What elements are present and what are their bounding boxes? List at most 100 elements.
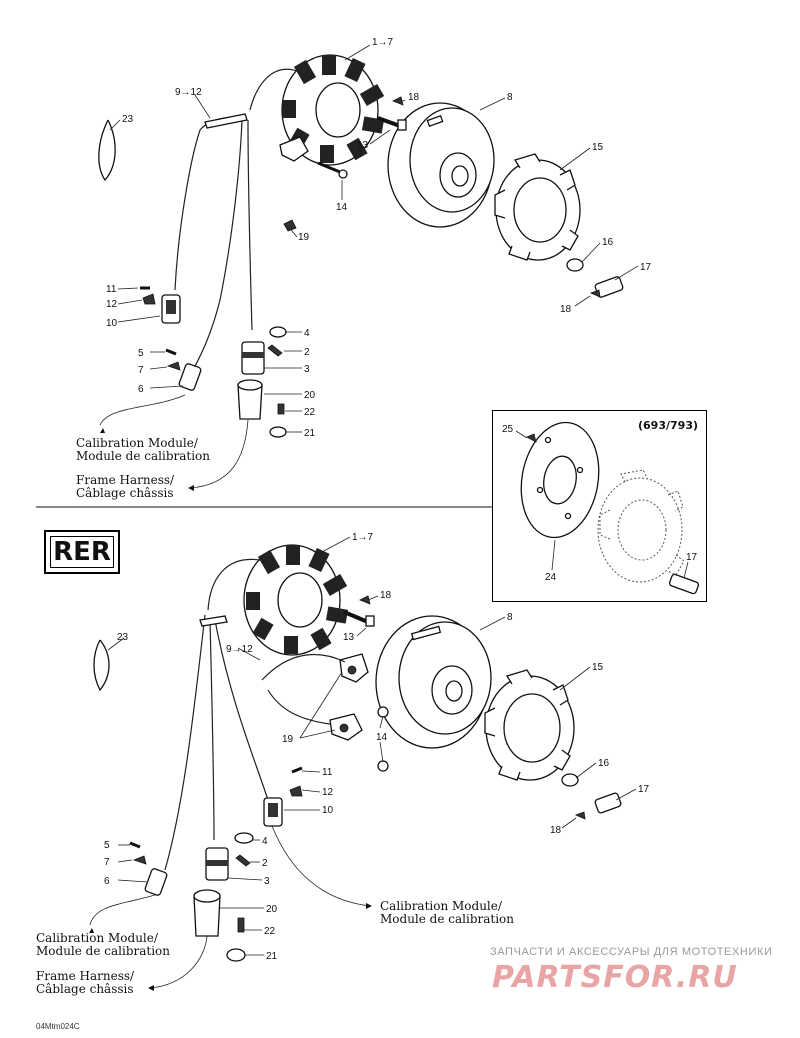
inset-title: (693/793) [638,419,698,432]
label-2-top: 2 [304,347,310,358]
label-8-bottom: 8 [507,612,513,623]
sensor-bracket-top [279,136,309,162]
caption-frame-top: Frame Harness/ [76,473,175,487]
ring-gear-top [494,153,581,261]
label-5-top: 5 [138,348,144,359]
label-22-bottom: 22 [264,926,276,937]
caption-calibration-mid: Calibration Module/ [380,899,503,913]
plug-20-top [237,379,263,420]
label-11-bottom: 11 [322,767,333,778]
sensor-upper-bottom [339,653,369,683]
pin-5-bottom [129,841,141,849]
label-3-bottom: 3 [264,876,270,887]
label-12-top: 12 [106,299,118,310]
label-19-top: 19 [298,232,310,243]
plug-3-bottom [205,847,229,881]
lock-12-top [142,293,156,305]
caption-calibration-bottom: Calibration Module/ [36,931,159,945]
lock-7-top [166,361,181,371]
seal-4-bottom [234,832,254,844]
bottom-assembly: 1→7 9→12 23 18 8 13 15 14 19 16 17 18 11… [36,532,650,996]
caption-frame-bottom-fr: Câblage châssis [36,982,134,996]
label-19-bottom: 19 [282,734,294,745]
label-2-bottom: 2 [262,858,268,869]
washer-16-bottom [561,773,579,787]
label-stator-top: 1→7 [372,37,394,48]
watermark-logo: PARTSFOR.RU [492,960,738,995]
bolt-13-bottom [343,610,375,627]
label-harness-bottom: 9→12 [226,644,253,655]
label-23-top: 23 [122,114,134,125]
label-13-bottom: 13 [343,632,355,643]
pin-22-top [277,403,285,415]
label-22-top: 22 [304,407,316,418]
label-11-top: 11 [106,284,117,295]
label-10-bottom: 10 [322,805,334,816]
label-7-bottom: 7 [104,857,110,868]
watermark-tagline: ЗАПЧАСТИ И АКСЕССУАРЫ ДЛЯ МОТОТЕХНИКИ [490,946,773,958]
label-15-bottom: 15 [592,662,604,673]
harness-bottom [164,558,346,871]
label-21-top: 21 [304,428,316,439]
pin-5-top [165,348,177,356]
label-18b-bottom: 18 [550,825,562,836]
label-14-top: 14 [336,202,348,213]
label-23-bottom: 23 [117,632,129,643]
flywheel-bottom [375,615,492,749]
label-4-bottom: 4 [262,836,268,847]
seal-21-top [269,426,287,438]
inset-box: (693/793) [492,410,707,602]
label-12-bottom: 12 [322,787,334,798]
screw-14b-bottom [377,760,389,772]
label-6-top: 6 [138,384,144,395]
caption-calibration-bottom-fr: Module de calibration [36,944,170,958]
connector-6-bottom [144,868,168,896]
washer-16-top [566,258,584,272]
pin-22-bottom [237,917,245,933]
label-18-top: 18 [408,92,420,103]
connector-10-top [161,294,181,324]
caption-calibration-top-fr: Module de calibration [76,449,210,463]
label-20-top: 20 [304,390,316,401]
nut-18b-bottom [574,811,586,820]
seal-4-top [269,326,287,338]
pin-2-bottom [235,854,251,867]
label-13-top: 13 [357,140,369,151]
label-4-top: 4 [304,328,310,339]
nut-18b-top [589,289,601,298]
label-21-bottom: 21 [266,951,278,962]
label-18b-top: 18 [560,304,572,315]
plug-3-top [241,341,265,375]
label-14-bottom: 14 [376,732,388,743]
caption-frame-top-fr: Câblage châssis [76,486,174,500]
label-6-bottom: 6 [104,876,110,887]
label-17-bottom: 17 [638,784,650,795]
flywheel-top [387,102,495,228]
screw-14-top [317,161,348,179]
lock-7-bottom [132,855,147,865]
label-24-inset: 24 [545,572,557,583]
label-3-top: 3 [304,364,310,375]
label-harness-top: 9→12 [175,87,202,98]
drawing-code: 04Mtm024C [36,1022,80,1031]
label-17-inset: 17 [686,552,698,563]
caption-calibration-mid-fr: Module de calibration [380,912,514,926]
lock-12-bottom [289,785,303,797]
sensor-lower-bottom [329,713,363,741]
caption-frame-bottom: Frame Harness/ [36,969,135,983]
inset-drawing: 25 24 17 [502,421,700,595]
bolt-13-top [377,116,407,131]
caption-calibration-top: Calibration Module/ [76,436,199,450]
label-10-top: 10 [106,318,118,329]
tie-23-bottom [93,639,110,692]
connector-6-top [178,363,202,391]
nut-19-top [283,219,297,232]
stator-top [281,54,385,166]
label-25-inset: 25 [502,424,514,435]
bolt-17-bottom [594,792,622,814]
label-20-bottom: 20 [266,904,278,915]
plug-20-bottom [193,889,221,937]
label-15-top: 15 [592,142,604,153]
